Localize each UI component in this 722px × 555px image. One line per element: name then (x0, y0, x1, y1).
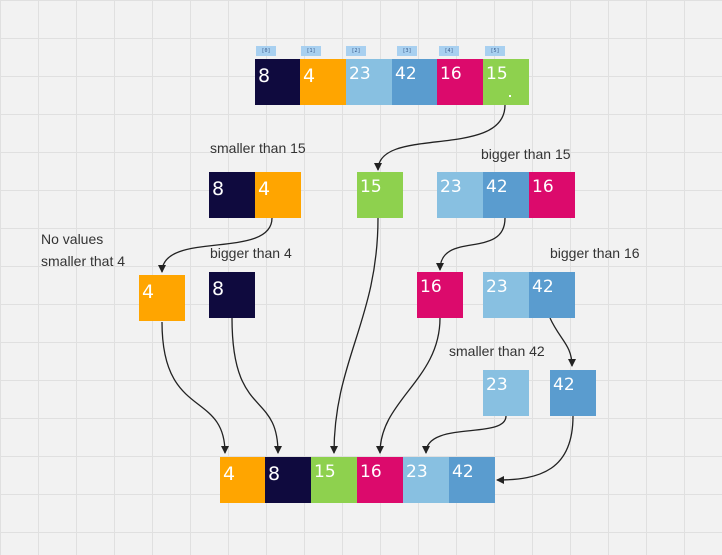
label-smaller-than-15: smaller than 15 (210, 140, 306, 156)
arrow-pivot15-to-level1 (374, 104, 506, 171)
sorted-array-cell-0: 4 (220, 457, 266, 503)
label-smaller-than-42: smaller than 42 (449, 343, 545, 359)
cell-value: 8 (212, 178, 225, 200)
top-array-cell-5: 15 (483, 59, 529, 105)
index-tag-5: [5] (485, 46, 505, 56)
cell-value: 16 (420, 277, 442, 297)
index-tag-1: [1] (301, 46, 321, 56)
cell-value: 16 (440, 64, 462, 84)
arrow-8-to-sorted (231, 317, 282, 454)
sorted-array-cell-3: 16 (357, 457, 403, 503)
cell-value: 4 (142, 281, 155, 303)
arrow-23-to-sorted (422, 415, 507, 454)
label-bigger-than-16: bigger than 16 (550, 245, 640, 261)
level3-smaller-than-42-cell: 23 (483, 370, 529, 416)
level1-left-cell-0: 8 (209, 172, 255, 218)
index-tag-0: [0] (256, 46, 276, 56)
top-array-cell-3: 42 (392, 59, 438, 105)
cell-value: 23 (406, 462, 428, 482)
top-array-cell-4: 16 (437, 59, 483, 105)
cell-value: 42 (395, 64, 417, 84)
arrow-42-to-level3 (549, 317, 576, 367)
cell-value: 23 (349, 64, 371, 84)
level1-right-cell-1: 42 (483, 172, 529, 218)
cell-value: 16 (532, 177, 554, 197)
cell-value: 8 (258, 65, 271, 87)
top-array-cell-1: 4 (300, 59, 346, 105)
cell-value: 4 (303, 65, 316, 87)
cell-value: 15 (360, 177, 382, 197)
level2-bigger-than-16-cell-0: 23 (483, 272, 529, 318)
cell-value: 42 (452, 462, 474, 482)
arrow-16-to-sorted (376, 317, 441, 454)
cell-value: 23 (486, 277, 508, 297)
top-array-cell-0: 8 (255, 59, 301, 105)
level2-pivot-left-cell: 4 (139, 275, 185, 321)
index-tag-3: [3] (397, 46, 417, 56)
index-tag-2: [2] (346, 46, 366, 56)
level2-bigger-than-16-cell-1: 42 (529, 272, 575, 318)
index-tag-4: [4] (439, 46, 459, 56)
level1-right-cell-2: 16 (529, 172, 575, 218)
cell-value: 15 (486, 64, 508, 84)
level2-pivot-right-cell: 16 (417, 272, 463, 318)
label-bigger-than-15: bigger than 15 (481, 146, 571, 162)
cell-value: 42 (553, 375, 575, 395)
top-array-cell-2: 23 (346, 59, 392, 105)
cell-value: 42 (486, 177, 508, 197)
cell-value: 23 (440, 177, 462, 197)
label-no-values-line1: No values (41, 231, 104, 247)
level1-right-cell-0: 23 (437, 172, 483, 218)
cell-value: 8 (268, 463, 281, 485)
cell-value: 8 (212, 278, 225, 300)
arrow-right-to-pivot16 (436, 217, 506, 271)
cell-value: 42 (532, 277, 554, 297)
label-no-values-line2: smaller that 4 (41, 253, 126, 269)
cell-value: 16 (360, 462, 382, 482)
arrow-42-to-sorted (496, 415, 574, 484)
level1-left-cell-1: 4 (255, 172, 301, 218)
sorted-array-cell-5: 42 (449, 457, 495, 503)
pivot-marker-dot (509, 95, 511, 97)
sorted-array-cell-4: 23 (403, 457, 449, 503)
level1-pivot-cell: 15 (357, 172, 403, 218)
arrow-4-to-sorted (161, 321, 229, 454)
arrow-left-to-pivot4 (158, 217, 273, 273)
sorted-array-cell-1: 8 (265, 457, 311, 503)
cell-value: 23 (486, 375, 508, 395)
level3-pivot-cell: 42 (550, 370, 596, 416)
label-bigger-than-4: bigger than 4 (210, 245, 292, 261)
sorted-array-cell-2: 15 (311, 457, 357, 503)
cell-value: 4 (223, 463, 236, 485)
arrow-15-to-sorted (330, 217, 379, 454)
cell-value: 4 (258, 178, 271, 200)
level2-bigger-than-4-cell: 8 (209, 272, 255, 318)
cell-value: 15 (314, 462, 336, 482)
